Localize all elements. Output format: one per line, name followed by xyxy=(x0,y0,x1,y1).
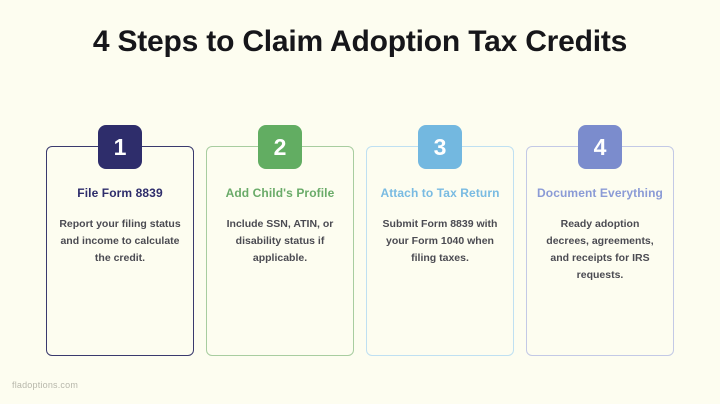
step-card-4: 4 Document Everything Ready adoption dec… xyxy=(526,125,674,356)
step-number-badge-3: 3 xyxy=(418,125,462,169)
step-number-badge-1: 1 xyxy=(98,125,142,169)
steps-row: 1 File Form 8839 Report your filing stat… xyxy=(46,125,674,356)
step-number-badge-4: 4 xyxy=(578,125,622,169)
step-card-3: 3 Attach to Tax Return Submit Form 8839 … xyxy=(366,125,514,356)
step-body-1: Report your filing status and income to … xyxy=(59,218,181,265)
step-card-1: 1 File Form 8839 Report your filing stat… xyxy=(46,125,194,356)
step-title-4: Document Everything xyxy=(537,186,663,200)
step-title-2: Add Child's Profile xyxy=(225,186,335,200)
step-card-2: 2 Add Child's Profile Include SSN, ATIN,… xyxy=(206,125,354,356)
step-title-1: File Form 8839 xyxy=(77,186,163,200)
step-body-2: Include SSN, ATIN, or disability status … xyxy=(226,218,334,265)
footer-watermark: fladoptions.com xyxy=(12,380,79,390)
step-body-4: Ready adoption decrees, agreements, and … xyxy=(546,218,654,282)
step-title-3: Attach to Tax Return xyxy=(380,186,500,200)
step-body-3: Submit Form 8839 with your Form 1040 whe… xyxy=(382,218,498,265)
page-title: 4 Steps to Claim Adoption Tax Credits xyxy=(92,25,628,58)
step-number-badge-2: 2 xyxy=(258,125,302,169)
